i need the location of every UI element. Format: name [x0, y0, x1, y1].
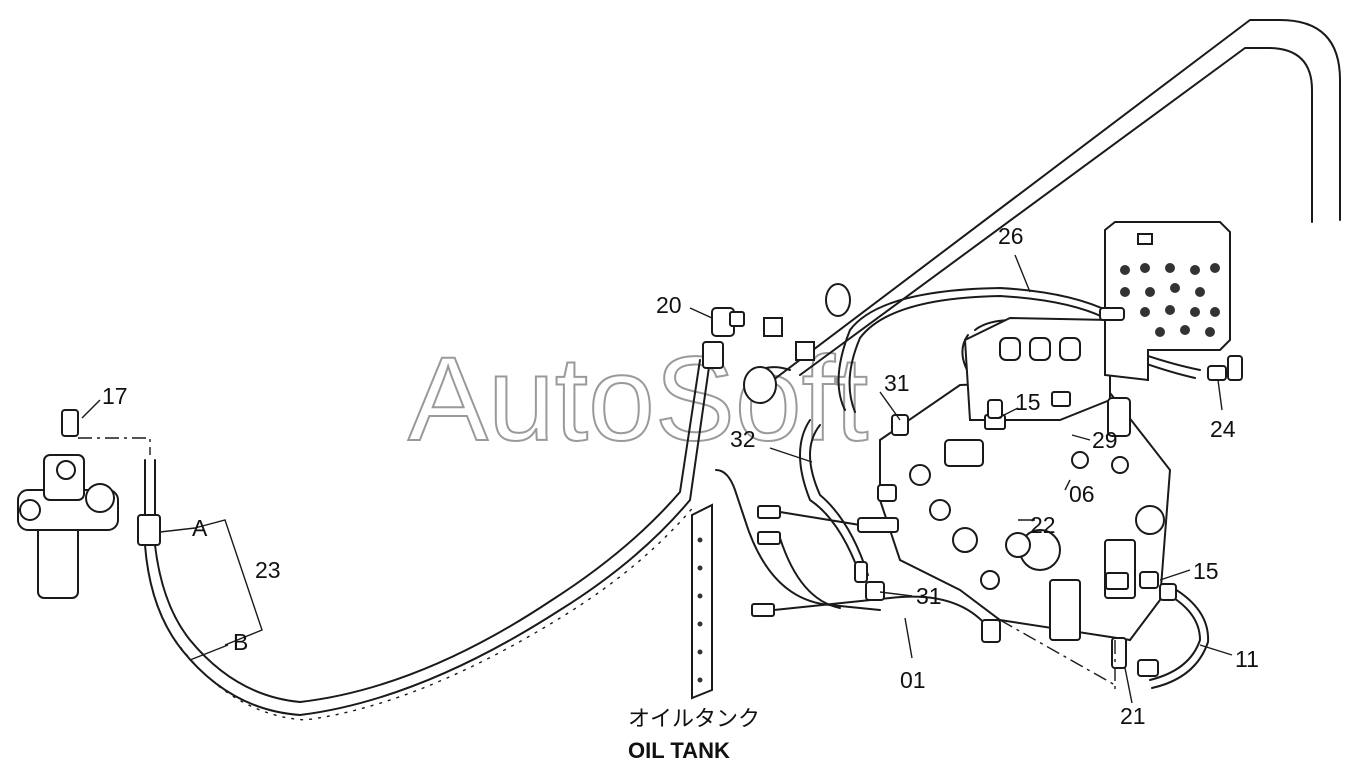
- callout-21: 21: [1120, 703, 1146, 729]
- fittings: [854, 307, 1243, 677]
- oil-tank-bracket: [691, 469, 781, 700]
- callout-17: 17: [102, 383, 128, 409]
- alignment-lines: [78, 437, 1116, 690]
- callout-15-top: 15: [1015, 389, 1041, 415]
- filter-assembly: [17, 409, 119, 599]
- watermark: AutoSoft: [408, 332, 868, 466]
- leader-lines: [81, 254, 1233, 704]
- hose-23: [137, 341, 724, 721]
- hose-end-label-b: B: [233, 629, 248, 655]
- callout-11: 11: [1235, 646, 1259, 672]
- callout-15-right: 15: [1193, 558, 1219, 584]
- callout-31-top: 31: [884, 370, 910, 396]
- oil-tank-label-en: OIL TANK: [628, 738, 730, 763]
- callout-06: 06: [1069, 481, 1095, 507]
- elbow-fitting-20: [711, 283, 851, 404]
- callout-22: 22: [1030, 512, 1056, 538]
- callout-24: 24: [1210, 416, 1236, 442]
- callout-23: 23: [255, 557, 281, 583]
- callout-26: 26: [998, 223, 1024, 249]
- callout-29: 29: [1092, 427, 1118, 453]
- callout-31-bottom: 31: [916, 583, 942, 609]
- oil-tank-label-jp: オイルタンク: [628, 707, 760, 732]
- hose-end-label-a: A: [192, 515, 208, 541]
- manifold-block: [1104, 221, 1231, 382]
- control-valve: [879, 316, 1172, 642]
- callout-20: 20: [656, 292, 682, 318]
- callout-32: 32: [730, 426, 756, 452]
- callout-01: 01: [900, 667, 926, 693]
